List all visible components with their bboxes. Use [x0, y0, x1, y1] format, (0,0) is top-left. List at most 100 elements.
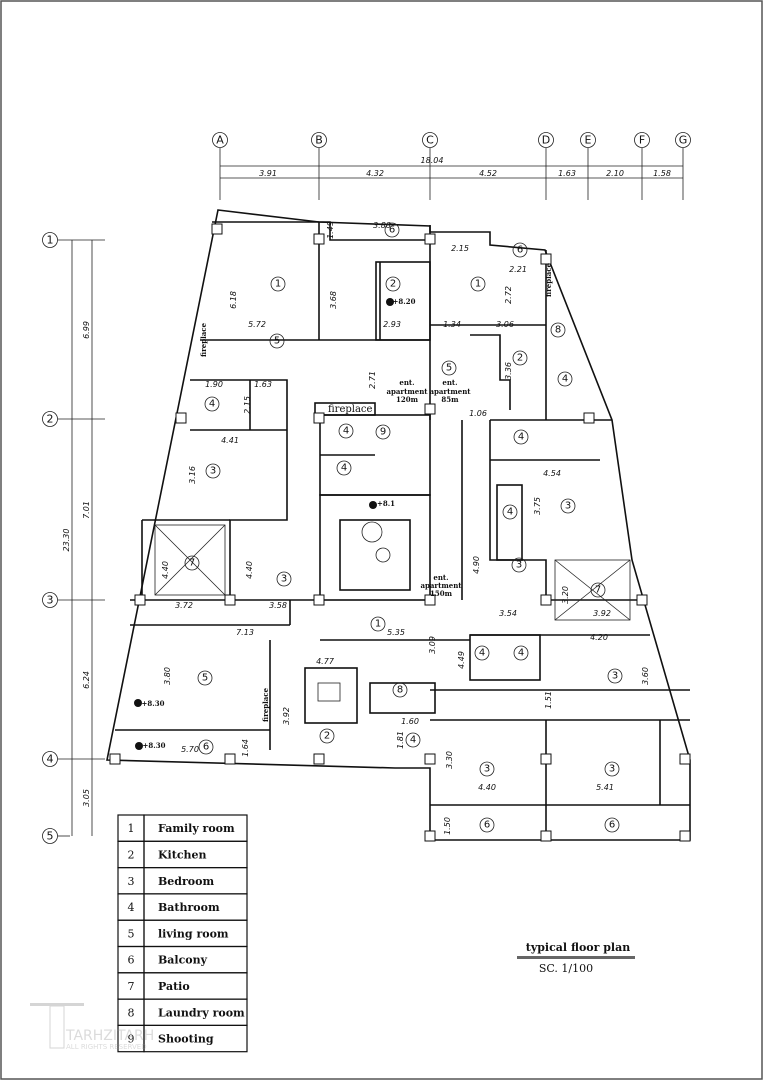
- label: 4.54: [543, 469, 561, 478]
- room-tag-bathroom: 4: [502, 504, 518, 520]
- label: 6: [389, 225, 395, 236]
- label: 3: [612, 671, 618, 682]
- label: 6: [609, 820, 615, 831]
- axis-G: G: [675, 132, 691, 200]
- label: 2: [390, 279, 396, 290]
- plan-title: typical floor plan: [526, 941, 630, 954]
- label: 4: [562, 374, 568, 385]
- label: 5: [47, 830, 54, 843]
- label: E: [585, 134, 592, 147]
- fireplace-label: fireplace: [199, 322, 208, 357]
- label: +8.20: [393, 297, 416, 306]
- label: 4.52: [479, 169, 497, 178]
- dimension-labels: 18.04 3.91 4.32 4.52 1.63 2.10 1.58 23.3…: [62, 156, 671, 835]
- label: 3: [565, 501, 571, 512]
- label: 4.40: [161, 561, 170, 579]
- legend-label: living room: [158, 927, 229, 940]
- label: 1.64: [241, 739, 250, 757]
- room-tag-bathroom: 4: [474, 645, 490, 661]
- room-tag-bedroom: 3: [607, 668, 623, 684]
- label: 3.58: [269, 601, 287, 610]
- label: 18.04: [421, 156, 444, 165]
- label: 1.58: [653, 169, 671, 178]
- label: 2: [324, 731, 330, 742]
- room-tag-bedroom: 3: [276, 571, 292, 587]
- label: 2.15: [243, 396, 252, 414]
- legend-label: Shooting: [158, 1033, 214, 1046]
- room-tag-balcony: 6: [384, 222, 400, 238]
- label: 5: [446, 363, 452, 374]
- room-tag-living-room: 5: [441, 360, 457, 376]
- room-tag-balcony: 6: [512, 242, 528, 258]
- elevation-markers: +8.20 +8.1 +8.30 +8.30: [134, 297, 416, 750]
- fireplace-label: fireplace: [544, 262, 553, 297]
- label: 5.70: [181, 745, 199, 754]
- legend-number: 5: [128, 927, 135, 940]
- label: 3.20: [561, 586, 570, 604]
- label: +8.30: [143, 741, 166, 750]
- legend-number: 1: [128, 822, 135, 835]
- fireplace-label: fireplace: [328, 404, 373, 415]
- label: 4.32: [366, 169, 384, 178]
- label: 4: [343, 426, 349, 437]
- label: D: [542, 134, 550, 147]
- room-tag-family-room: 1: [470, 276, 486, 292]
- label: 3: [210, 466, 216, 477]
- label: apartment: [386, 387, 428, 396]
- label: 120m: [396, 395, 419, 404]
- legend-label: Patio: [158, 980, 190, 993]
- room-tag-bathroom: 4: [336, 460, 352, 476]
- label: 1: [375, 619, 381, 630]
- legend-number: 2: [128, 848, 135, 861]
- label: TARHZITARH: [65, 1028, 154, 1044]
- label: +8.1: [377, 499, 395, 508]
- label: 8: [397, 685, 403, 696]
- label: F: [639, 134, 645, 147]
- legend-number: 3: [128, 875, 135, 888]
- label: 3.36: [504, 362, 513, 380]
- axis-F: F: [634, 132, 650, 200]
- room-tag-kitchen: 2: [512, 350, 528, 366]
- label: 2.93: [383, 320, 401, 329]
- room-tag-bathroom: 4: [557, 371, 573, 387]
- room-tag-bathroom: 4: [513, 645, 529, 661]
- legend-label: Bathroom: [158, 901, 220, 914]
- label: 3: [484, 764, 490, 775]
- label: 5.41: [596, 783, 614, 792]
- label: 4: [47, 753, 54, 766]
- label: 9: [380, 427, 386, 438]
- label: 4: [209, 399, 215, 410]
- label: A: [216, 134, 224, 147]
- axis-5: 5: [42, 828, 70, 844]
- axis-B: B: [311, 132, 327, 200]
- legend-label: Laundry room: [158, 1006, 245, 1019]
- room-tag-kitchen: 2: [385, 276, 401, 292]
- label: 2: [47, 413, 54, 426]
- label: 7.13: [236, 628, 254, 637]
- label: 6.99: [82, 321, 91, 339]
- label: 3.68: [329, 291, 338, 309]
- label: 1.81: [396, 731, 405, 749]
- structural-columns: [109, 223, 691, 842]
- label: 6.24: [82, 671, 91, 689]
- walls: [106, 209, 691, 841]
- room-tag-bedroom: 3: [511, 557, 527, 573]
- title-underline: [517, 956, 635, 959]
- label: C: [426, 134, 434, 147]
- room-tag-living-room: 5: [197, 670, 213, 686]
- room-tag-bedroom: 3: [560, 498, 576, 514]
- legend-label: Kitchen: [158, 848, 207, 861]
- label: 1.90: [205, 380, 223, 389]
- label: 3.91: [259, 169, 277, 178]
- legend-label: Balcony: [158, 954, 208, 967]
- title-block: typical floor plan SC. 1/100: [517, 941, 635, 975]
- axis-D: D: [538, 132, 554, 200]
- legend-label: Family room: [158, 822, 235, 835]
- label: 3: [609, 764, 615, 775]
- label: 3: [516, 560, 522, 571]
